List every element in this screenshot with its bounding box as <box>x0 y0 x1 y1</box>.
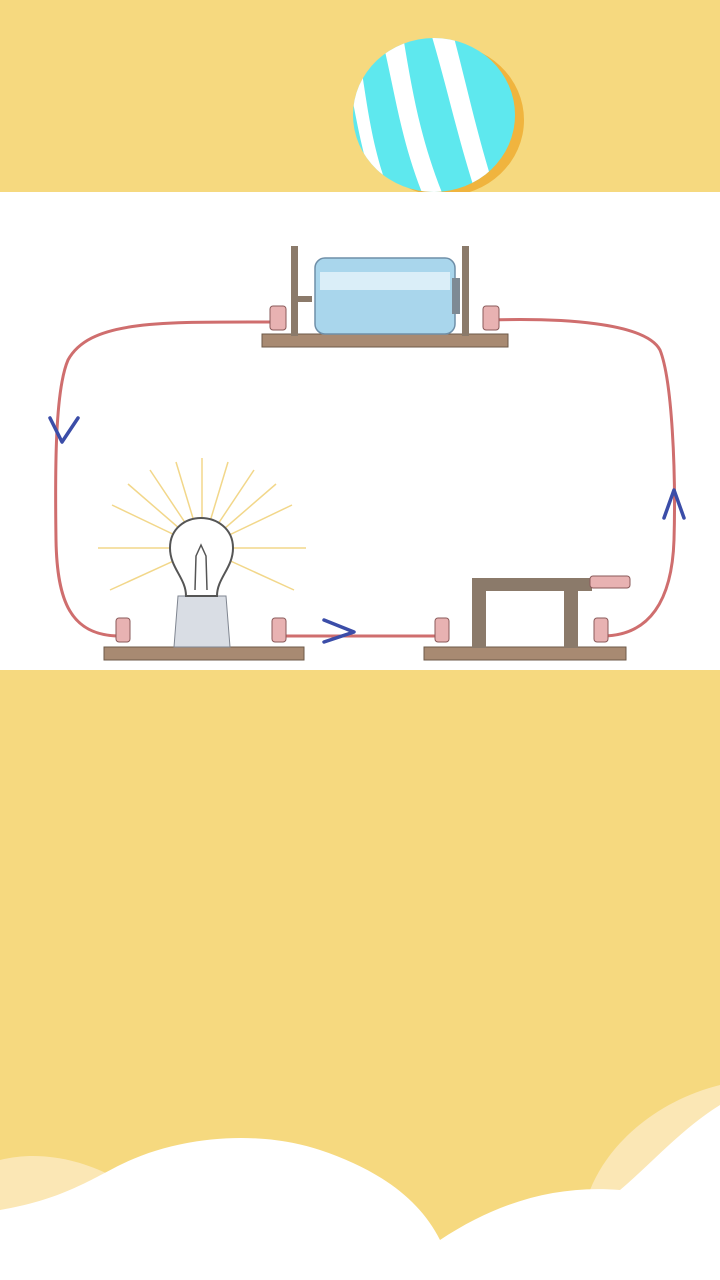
clouds <box>0 1085 720 1280</box>
light-bulb-icon <box>98 458 306 661</box>
switch-icon <box>423 575 631 661</box>
battery-icon <box>261 246 509 348</box>
arrow-right-icon <box>322 618 356 644</box>
wire <box>54 318 676 638</box>
circuit-diagram <box>48 246 686 661</box>
circuit-panel <box>0 192 720 670</box>
arrow-up-icon <box>662 488 686 520</box>
arrow-down-icon <box>48 416 80 444</box>
hot-air-balloon-icon <box>353 38 524 192</box>
